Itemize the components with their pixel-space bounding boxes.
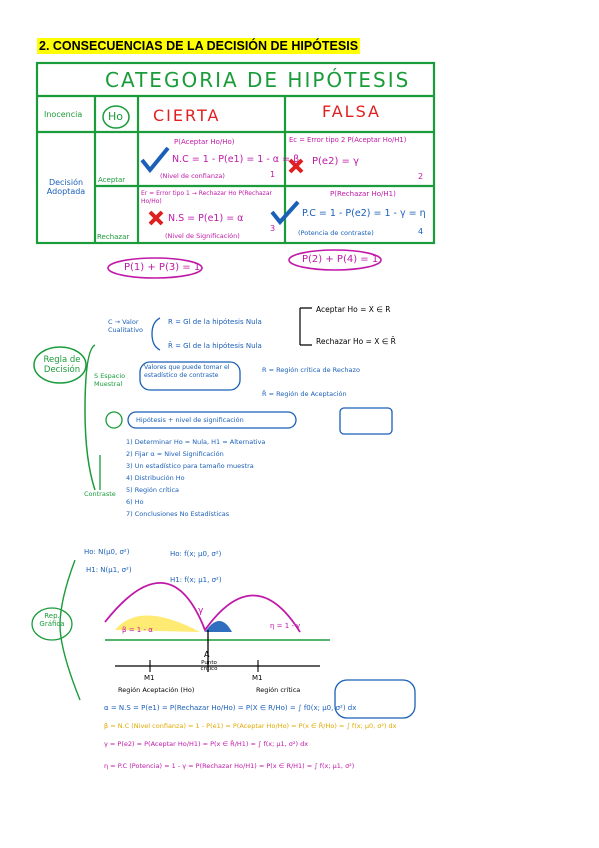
sum-left: P(1) + P(3) = 1 <box>124 262 201 273</box>
list-item: 7) Conclusiones No Estadísticas <box>126 510 230 518</box>
list-item: 2) Fijar α = Nivel Significación <box>126 450 224 458</box>
decision-rule-diagram <box>33 307 393 491</box>
steps-list: 1) Determinar Ho = Nula, H1 = Alternativ… <box>126 438 265 522</box>
axis-pc: Punto crítico <box>200 660 218 672</box>
sum-right: P(2) + P(4) = 1 <box>302 254 379 265</box>
cell-tr-top: Ec = Error tipo 2 P(Aceptar Ho/H1) <box>289 136 407 144</box>
axis-a: A <box>204 650 210 659</box>
list-item: 4) Distribución Ho <box>126 474 185 482</box>
cell-br-main: P.C = 1 - P(e2) = 1 - γ = η <box>302 208 426 219</box>
cell-tl-main: N.C = 1 - P(e1) = 1 - α = β <box>172 154 300 165</box>
h0: Ho: N(μ0, σ²) <box>84 548 130 556</box>
ho-label: Ho <box>108 110 124 123</box>
region-acc: R̄ = Región de Aceptación <box>262 390 347 398</box>
cell-br-top: P(Rechazar Ho/H1) <box>330 190 396 198</box>
region-left: Región Aceptación (Ho) <box>118 686 195 694</box>
list-item: 1) Determinar Ho = Nula, H1 = Alternativ… <box>126 438 266 446</box>
s-box: Valores que puede tomar el estadístico d… <box>144 364 230 379</box>
check-icon <box>270 200 300 226</box>
label-eta: η = 1 - γ <box>270 622 301 630</box>
cell-bl-num: 3 <box>270 224 276 233</box>
r2: R̄ = Gl de la hipótesis Nula <box>168 342 262 350</box>
cell-br-sub: (Potencia de contraste) <box>298 229 374 237</box>
list-item: 6) Ho <box>126 498 144 506</box>
table-title: CATEGORIA DE HIPÓTESIS <box>105 68 411 92</box>
cross-icon <box>148 210 164 226</box>
c-label: C → Valor Cualitativo <box>108 318 143 334</box>
cell-tl-num: 1 <box>270 170 276 179</box>
reject-line: Rechazar Ho = X ∈ R̄ <box>316 337 396 346</box>
cell-br-num: 4 <box>418 227 424 236</box>
cross-icon <box>288 158 304 174</box>
row-head: Inocencia <box>44 110 83 119</box>
section-heading: 2. CONSECUENCIAS DE LA DECISIÓN DE HIPÓT… <box>37 38 361 54</box>
sum-box: Hipótesis + nivel de significación <box>136 416 244 424</box>
side-label: Decisión Adoptada <box>46 178 86 196</box>
cell-tr-main: P(e2) = γ <box>312 156 360 167</box>
col-false: FALSA <box>322 102 381 121</box>
region-right: Región crítica <box>256 686 301 694</box>
f0: Ho: f(x; μ0, σ²) <box>170 550 222 558</box>
s-label: S Espacio Muestral <box>94 372 126 388</box>
formula-eta: η = P.C (Potencia) = 1 - γ = P(Rechazar … <box>104 762 355 770</box>
list-item: 3) Un estadístico para tamaño muestra <box>126 462 254 470</box>
f1: H1: f(x; μ1, σ²) <box>170 576 222 584</box>
region-rej: R = Región crítica de Rechazo <box>262 366 360 374</box>
rule-title: Regla de Decisión <box>43 355 81 375</box>
formula-alpha: α = N.S = P(e1) = P(Rechazar Ho/Ho) = P(… <box>104 704 357 712</box>
cell-bl-top: Er = Error tipo 1 → Rechazar Ho P(Rechaz… <box>141 190 272 205</box>
axis-m1: M1 <box>144 674 155 682</box>
formula-beta: β = N.C (Nivel confianza) = 1 - P(e1) = … <box>104 722 397 730</box>
contraste-label: Contraste <box>84 490 116 498</box>
axis-m2: M1 <box>252 674 263 682</box>
reject-label: Rechazar <box>97 233 130 241</box>
cell-tr-num: 2 <box>418 172 424 181</box>
check-icon <box>140 146 170 174</box>
label-beta: β = 1 - α <box>122 626 153 634</box>
list-item: 5) Región crítica <box>126 486 180 494</box>
cell-bl-sub: (Nivel de Significación) <box>165 232 240 240</box>
cell-bl-main: N.S = P(e1) = α <box>168 213 244 224</box>
formula-gamma: γ = P(e2) = P(Aceptar Ho/H1) = P(x ∈ R̄/… <box>104 740 309 748</box>
accept-label: Aceptar <box>98 176 126 184</box>
graph-title: Rep. Gráfica <box>39 612 65 628</box>
h1: H1: N(μ1, σ²) <box>86 566 132 574</box>
hypothesis-table <box>35 61 436 279</box>
col-true: CIERTA <box>153 106 221 125</box>
cell-tl-sub: (Nivel de confianza) <box>160 172 225 180</box>
cell-tl-top: P(Aceptar Ho/Ho) <box>174 138 235 146</box>
r1: R = Gl de la hipótesis Nula <box>168 318 262 326</box>
distribution-graph <box>31 559 416 719</box>
accept-line: Aceptar Ho = X ∈ R <box>316 305 391 314</box>
label-gamma: γ <box>198 606 204 616</box>
